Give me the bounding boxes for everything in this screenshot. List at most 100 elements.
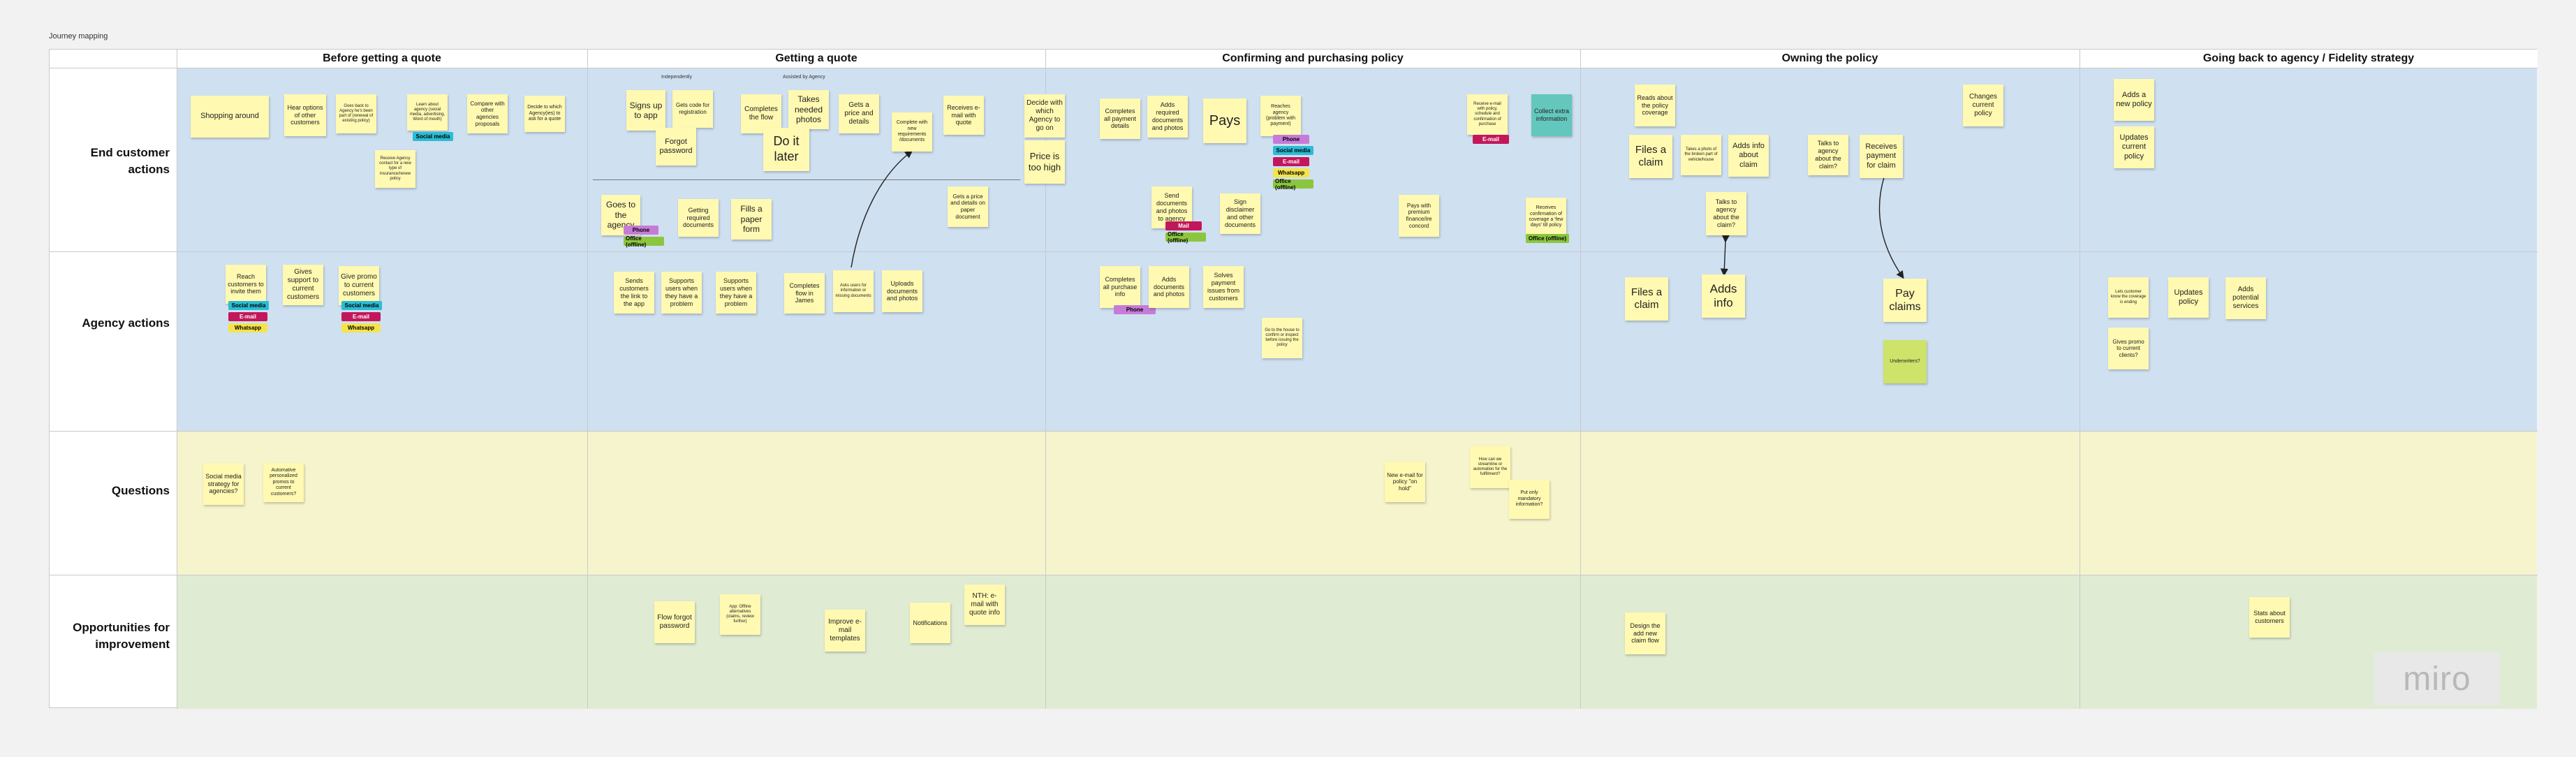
sticky-note[interactable]: Complete with new requirements /document… <box>892 112 932 152</box>
sticky-note[interactable]: Receives e-mail with quote <box>943 96 984 135</box>
sticky-note[interactable]: Improve e-mail templates <box>825 610 865 652</box>
sticky-note[interactable]: Design the add new claim flow <box>1625 612 1665 654</box>
sticky-note[interactable]: Adds required documents and photos <box>1147 96 1188 138</box>
arrow-asks-info-to-complete <box>851 150 913 268</box>
sticky-note[interactable]: Completes the flow <box>741 94 781 133</box>
sticky-note[interactable]: New e-mail for policy "on hold" <box>1385 462 1425 502</box>
channel-tag-office: Office (offline) <box>1165 231 1206 244</box>
sticky-note[interactable]: Getting required documents <box>678 199 719 237</box>
journey-board: Before getting a quote Getting a quote C… <box>49 49 2538 709</box>
sticky-note[interactable]: Asks users for information or missing do… <box>833 270 874 312</box>
note-independently: Independently <box>661 75 692 80</box>
sticky-note[interactable]: Adds documents and photos <box>1149 266 1189 308</box>
channel-tag-phone: Phone <box>624 226 658 235</box>
sticky-note[interactable]: Takes needed photos <box>788 90 829 129</box>
sticky-note[interactable]: Learn about agency (social media, advert… <box>407 94 448 131</box>
channel-tag-whatsapp: Whatsapp <box>1273 168 1309 177</box>
column-divider <box>1580 50 1581 709</box>
sticky-note[interactable]: Flow forgot password <box>654 601 695 643</box>
miro-logo: miro <box>2374 653 2500 705</box>
sticky-note[interactable]: Gets a price and details <box>839 94 879 133</box>
sticky-note[interactable]: Files a claim <box>1629 135 1672 178</box>
sticky-note[interactable]: Receive e-mail with policy, schedule and… <box>1467 94 1508 135</box>
sticky-note[interactable]: Gets a price and details on paper docume… <box>948 186 988 227</box>
sticky-note[interactable]: Reach customers to invite them <box>226 265 266 304</box>
lane-divider <box>593 179 1020 180</box>
sticky-note[interactable]: Changes current policy <box>1963 84 2003 126</box>
sticky-note[interactable]: Completes all payment details <box>1100 98 1140 139</box>
sticky-note[interactable]: Pays with premium finance/ire concord <box>1399 195 1439 237</box>
sticky-note[interactable]: Updates policy <box>2168 277 2209 318</box>
sticky-note[interactable]: Price is too high <box>1024 140 1065 184</box>
row-band-questions <box>177 431 2537 575</box>
sticky-note[interactable]: Adds info about claim <box>1728 135 1769 177</box>
sticky-note[interactable]: Give promo to current customers <box>339 266 379 305</box>
sticky-note[interactable]: Goes back to Agency he's been part of (r… <box>336 94 376 133</box>
sticky-note[interactable]: Receives payment for claim <box>1860 135 1903 178</box>
channel-tag-mail: Mail <box>1165 221 1202 230</box>
sticky-note[interactable]: Pay claims <box>1883 279 1927 322</box>
channel-tag-email: E-mail <box>228 312 267 321</box>
sticky-note[interactable]: Gives support to current customers <box>283 265 323 305</box>
channel-tag-email: E-mail <box>1273 157 1309 166</box>
arrow-talks-adds-info <box>1720 235 1730 277</box>
sticky-note[interactable]: Reaches agency (problem with payment) <box>1260 96 1301 136</box>
sticky-note[interactable]: Talks to agency about the claim? <box>1706 192 1746 235</box>
column-header-band <box>50 50 2538 68</box>
row-title-agency: Agency actions <box>82 316 170 330</box>
sticky-note[interactable]: Put only mandatory information? <box>1509 480 1550 519</box>
sticky-note[interactable]: Adds info <box>1702 274 1745 318</box>
sticky-note[interactable]: Takes a photo of the broken part of vehi… <box>1681 135 1721 175</box>
sticky-note[interactable]: Do it later <box>763 128 809 171</box>
sticky-note[interactable]: Reads about the policy coverage <box>1635 84 1675 126</box>
sticky-note[interactable]: Solves payment issues from customers <box>1203 266 1244 308</box>
sticky-note[interactable]: Sends customers the link to the app <box>614 272 654 314</box>
sticky-note[interactable]: Shopping around <box>191 96 269 138</box>
sticky-note[interactable]: Compare with other agencies proposals <box>467 94 508 133</box>
channel-tag-social: Social media <box>228 301 269 310</box>
sticky-note[interactable]: Gives promo to current clients? <box>2108 328 2149 369</box>
channel-tag-office: Office (offline) <box>1273 178 1313 191</box>
channel-tag-social: Social media <box>341 301 382 310</box>
sticky-note[interactable]: Go to the house to confirm or inspect be… <box>1262 318 1302 358</box>
sticky-note[interactable]: Talks to agency about the claim? <box>1808 135 1848 175</box>
channel-tag-phone: Phone <box>1273 135 1309 144</box>
sticky-note[interactable]: Supports users when they have a problem <box>661 272 702 314</box>
sticky-note[interactable]: App: Offline alternatives (claims, revie… <box>720 594 760 635</box>
sticky-note[interactable]: Hear options of other customers <box>284 94 326 136</box>
sticky-note[interactable]: Decide to which Agency(ies) to ask for a… <box>524 96 565 132</box>
sticky-note[interactable]: Lets customer know the coverage is endin… <box>2108 277 2149 318</box>
sticky-note[interactable]: Stats about customers <box>2249 597 2290 638</box>
sticky-note[interactable]: Files a claim <box>1625 277 1668 321</box>
sticky-note[interactable]: Fills a paper form <box>731 199 772 240</box>
row-band-opportunities <box>177 575 2537 709</box>
sticky-note[interactable]: Gets code for registration <box>672 90 713 128</box>
board-title: Journey mapping <box>49 32 108 41</box>
sticky-note[interactable]: Social media strategy for agencies? <box>203 463 244 505</box>
sticky-note[interactable]: Uploads documents and photos <box>882 270 922 312</box>
sticky-note[interactable]: Adds potential services <box>2225 277 2266 319</box>
sticky-note[interactable]: Completes all purchase info <box>1100 266 1140 308</box>
sticky-note[interactable]: Supports users when they have a problem <box>716 272 756 314</box>
sticky-note[interactable]: Adds a new policy <box>2114 79 2154 121</box>
sticky-note[interactable]: Receive Agency contact for a new type of… <box>375 150 415 188</box>
column-divider <box>1045 50 1046 709</box>
sticky-note[interactable]: Underwriters? <box>1883 340 1927 383</box>
sticky-note[interactable]: Pays <box>1203 98 1246 143</box>
sticky-note[interactable]: Sign disclaimer and other documents <box>1220 193 1260 234</box>
sticky-note[interactable]: Completes flow in James <box>784 273 825 314</box>
sticky-note[interactable]: Receives confirmation of coverage a 'few… <box>1526 198 1566 237</box>
sticky-note[interactable]: Notifications <box>910 603 950 643</box>
sticky-note[interactable]: NTH: e-mail with quote info <box>964 585 1005 625</box>
sticky-note[interactable]: Signs up to app <box>626 90 665 131</box>
sticky-note[interactable]: Forgot password <box>656 128 696 166</box>
sticky-note[interactable]: Collect extra information <box>1531 94 1572 136</box>
sticky-note[interactable]: Automative personalized promos to curren… <box>263 463 304 502</box>
channel-tag-social: Social media <box>413 132 453 141</box>
column-title-getting-quote: Getting a quote <box>775 52 858 64</box>
connector-arrows <box>851 150 1904 279</box>
row-title-end-customer: End customer actions <box>90 146 170 176</box>
sticky-note[interactable]: How can we streamline or automation for … <box>1470 446 1510 488</box>
sticky-note[interactable]: Decide with which Agency to go on <box>1024 94 1065 138</box>
sticky-note[interactable]: Updates current policy <box>2114 126 2154 168</box>
